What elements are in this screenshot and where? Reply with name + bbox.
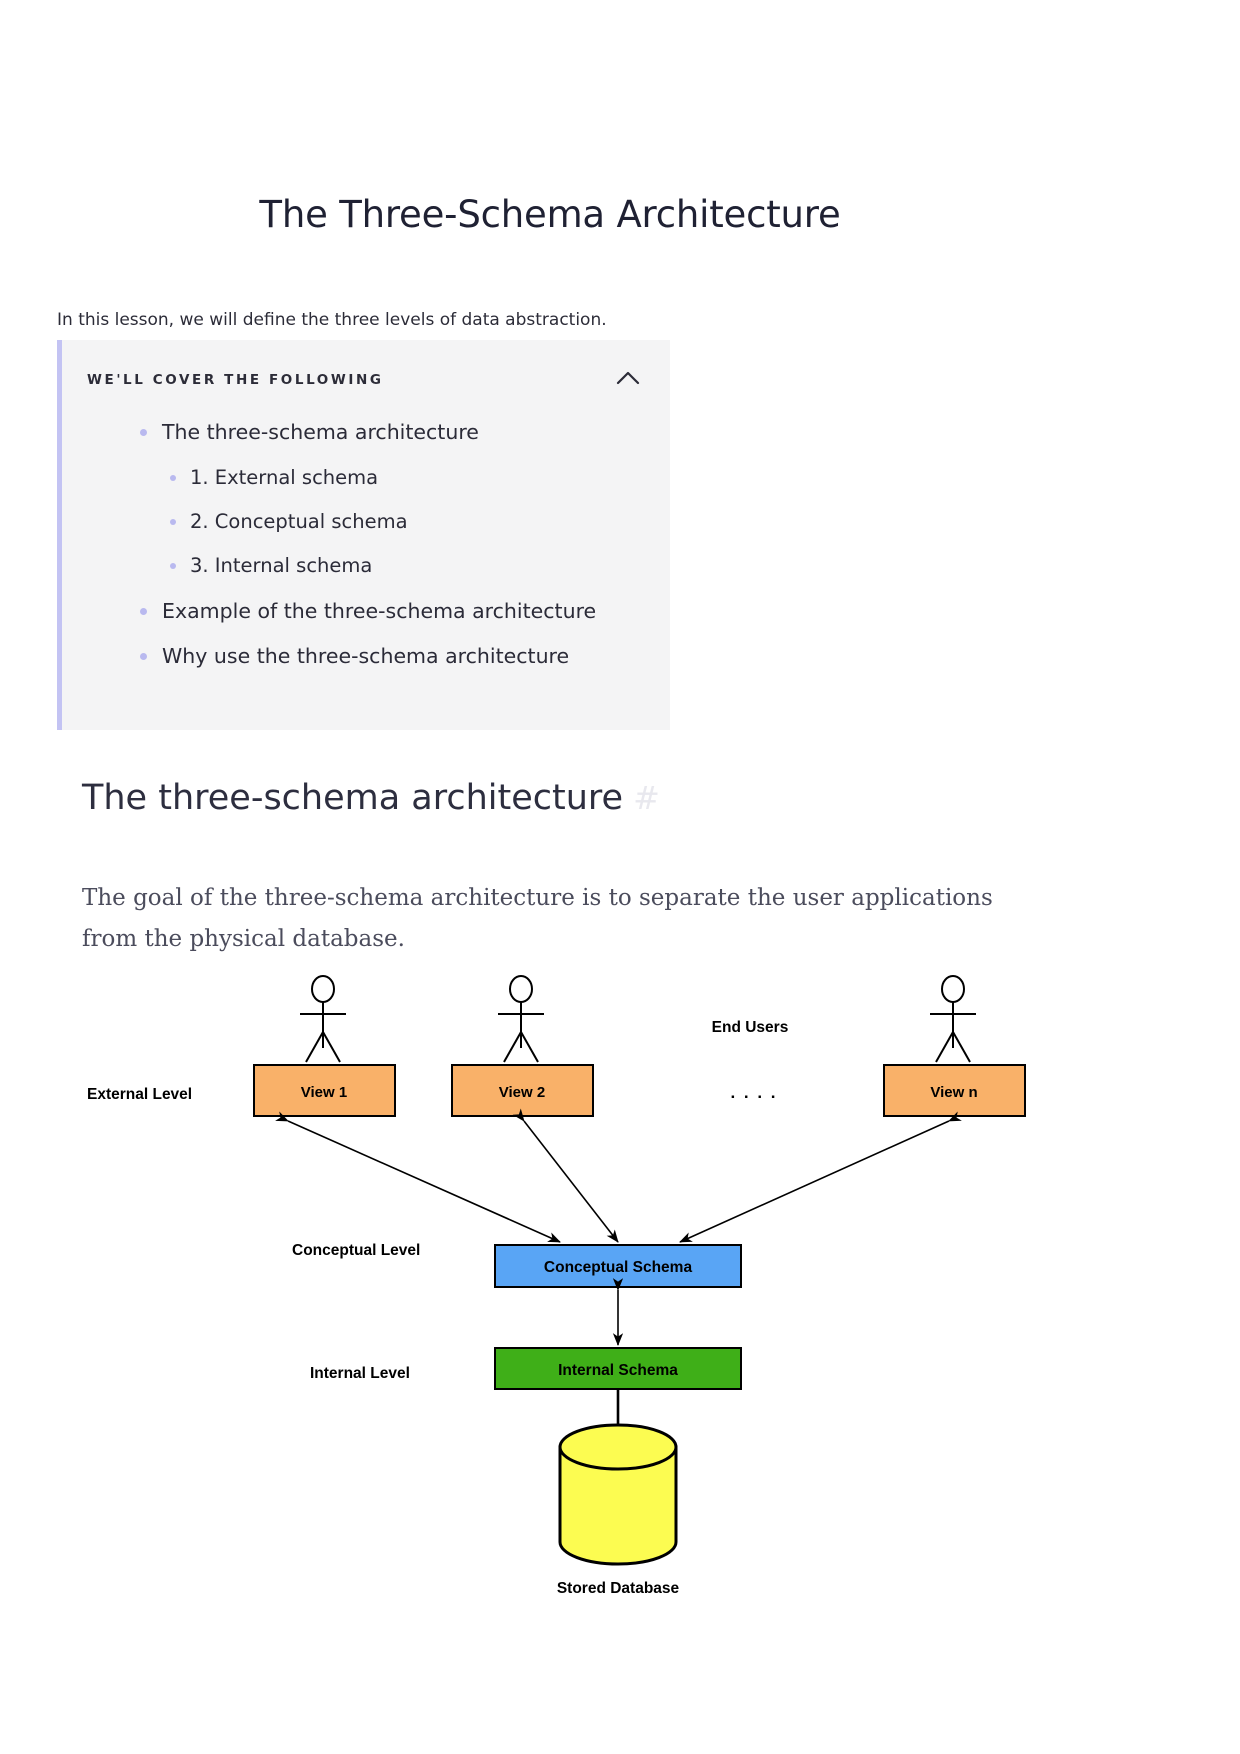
- section-heading-text: The three-schema architecture: [82, 778, 624, 818]
- stick-figure-user-n: [930, 975, 976, 1063]
- section-paragraph: The goal of the three-schema architectur…: [82, 885, 993, 953]
- conceptual-schema-box: Conceptual Schema: [494, 1244, 742, 1288]
- arrow-view2-conceptual: [512, 1108, 619, 1243]
- list-item[interactable]: 2. Conceptual schema: [170, 508, 660, 536]
- stored-database-cylinder: [558, 1423, 678, 1566]
- list-item-label: 1. External schema: [190, 465, 379, 489]
- chevron-up-icon[interactable]: [613, 368, 643, 390]
- intro-paragraph: In this lesson, we will define the three…: [57, 310, 607, 330]
- stored-database-label: Stored Database: [557, 1580, 680, 1597]
- external-level-label: External Level: [87, 1086, 192, 1103]
- view-box-n: View n: [883, 1064, 1026, 1117]
- list-item[interactable]: Example of the three-schema architecture: [140, 597, 660, 627]
- internal-schema-label: Internal Schema: [558, 1362, 678, 1379]
- cover-panel-list: The three-schema architecture 1. Externa…: [140, 418, 660, 688]
- view-box-n-label: View n: [930, 1084, 977, 1101]
- view-box-1-label: View 1: [301, 1084, 347, 1101]
- view-box-1: View 1: [253, 1064, 396, 1117]
- bullet-icon: [140, 429, 147, 436]
- page-title: The Three-Schema Architecture: [259, 192, 841, 236]
- anchor-link-icon[interactable]: #: [633, 779, 660, 817]
- list-item[interactable]: 3. Internal schema: [170, 552, 660, 580]
- list-item-label: 3. Internal schema: [190, 554, 373, 578]
- conceptual-schema-label: Conceptual Schema: [544, 1259, 693, 1276]
- bullet-icon: [140, 653, 147, 661]
- cover-panel-heading: WE'LL COVER THE FOLLOWING: [87, 372, 384, 388]
- bullet-icon: [170, 518, 176, 525]
- list-item-label: Example of the three-schema architecture: [162, 598, 597, 623]
- list-item[interactable]: The three-schema architecture: [140, 418, 660, 448]
- arrow-view1-conceptual: [275, 1111, 561, 1243]
- list-item-label: Why use the three-schema architecture: [162, 644, 570, 669]
- conceptual-level-label: Conceptual Level: [292, 1242, 420, 1259]
- three-schema-diagram: End Users . . . . External Level Concept…: [0, 960, 1240, 1754]
- views-ellipsis: . . . .: [730, 1083, 777, 1102]
- internal-level-label: Internal Level: [310, 1365, 410, 1382]
- stick-figure-user-1: [300, 975, 346, 1063]
- list-item[interactable]: 1. External schema: [170, 464, 660, 492]
- arrow-viewn-conceptual: [679, 1111, 962, 1243]
- bullet-icon: [170, 563, 176, 570]
- view-box-2: View 2: [451, 1064, 594, 1117]
- bullet-icon: [140, 607, 147, 615]
- list-item[interactable]: Why use the three-schema architecture: [140, 642, 660, 672]
- section-heading: The three-schema architecture#: [82, 778, 660, 818]
- stick-figure-user-2: [498, 975, 544, 1063]
- end-users-label: End Users: [712, 1019, 789, 1036]
- list-item-label: 2. Conceptual schema: [190, 509, 408, 533]
- cover-panel: [57, 340, 670, 730]
- view-box-2-label: View 2: [499, 1084, 545, 1101]
- internal-schema-box: Internal Schema: [494, 1347, 742, 1390]
- bullet-icon: [170, 474, 176, 481]
- list-item-label: The three-schema architecture: [162, 420, 479, 444]
